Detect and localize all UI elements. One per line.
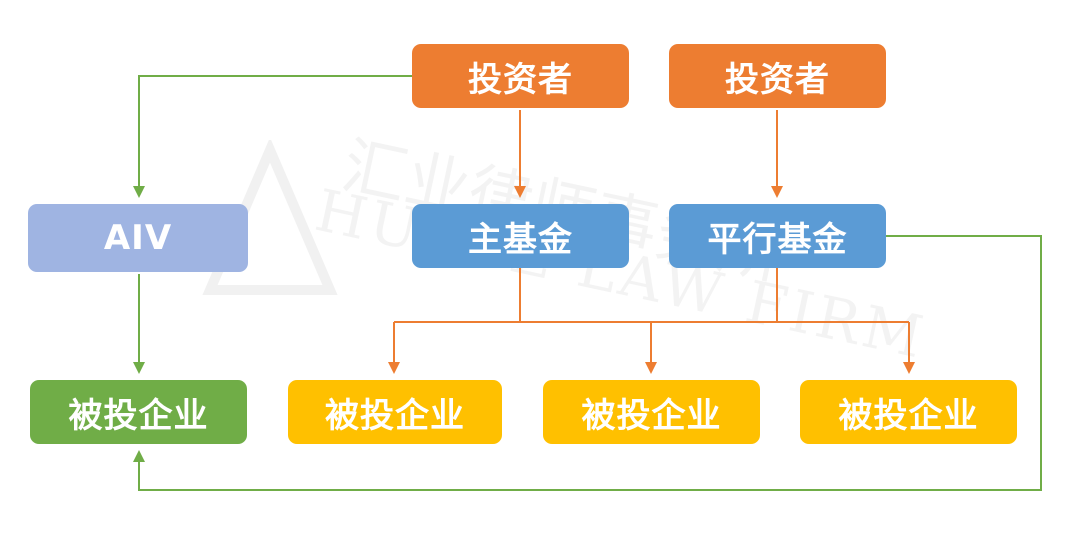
arrowhead-main [514, 186, 526, 198]
portfolio-company-3: 被投企业 [800, 380, 1017, 444]
arrowhead-aiv [133, 186, 145, 198]
arrow-parallel-aiv-portfolio [138, 235, 1042, 491]
arrowhead-port1 [388, 362, 400, 374]
arrowhead-port2 [645, 362, 657, 374]
portfolio-company-1: 被投企业 [288, 380, 502, 444]
main-fund-box: 主基金 [412, 204, 629, 268]
investor-box-2: 投资者 [669, 44, 886, 108]
arrow-investor1-aiv [138, 75, 412, 186]
aiv-box: AIV [28, 204, 248, 272]
arrowhead-parallel [771, 186, 783, 198]
portfolio-company-aiv: 被投企业 [30, 380, 247, 444]
arrowhead-loop [133, 450, 145, 462]
portfolio-company-2: 被投企业 [543, 380, 760, 444]
parallel-fund-box: 平行基金 [669, 204, 886, 268]
arrowhead-port3 [903, 362, 915, 374]
arrowhead-aiv-portfolio [133, 362, 145, 374]
investor-box-1: 投资者 [412, 44, 629, 108]
